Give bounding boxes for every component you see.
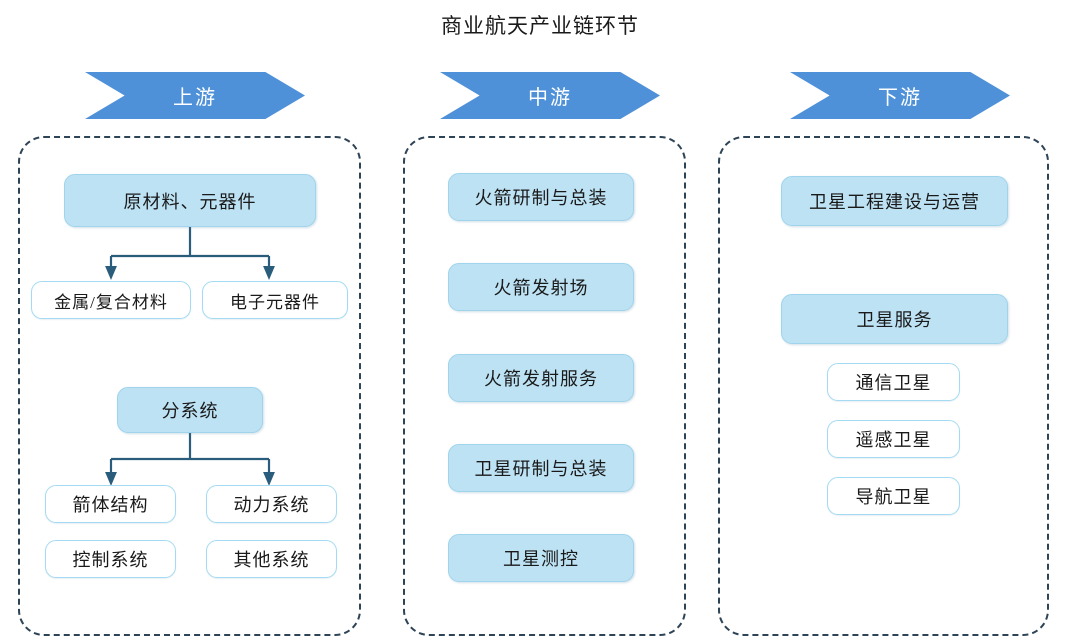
banner-midstream-label: 中游 (528, 87, 572, 109)
node-navigation-satellite[interactable]: 导航卫星 (827, 477, 960, 515)
node-satellite-dev-assembly[interactable]: 卫星研制与总装 (448, 444, 634, 492)
banner-upstream[interactable]: 上游 (85, 72, 305, 119)
node-communication-satellite[interactable]: 通信卫星 (827, 363, 960, 401)
node-metal-composite-label: 金属/复合材料 (54, 292, 168, 312)
banner-downstream-label: 下游 (878, 87, 922, 109)
node-rocket-dev-assembly[interactable]: 火箭研制与总装 (448, 173, 634, 221)
node-raw-materials-label: 原材料、元器件 (123, 191, 257, 212)
node-rocket-launch-service[interactable]: 火箭发射服务 (448, 354, 634, 402)
node-metal-composite[interactable]: 金属/复合材料 (31, 281, 191, 319)
node-satellite-engineering-ops-label: 卫星工程建设与运营 (809, 192, 980, 212)
node-rocket-body-structure-label: 箭体结构 (72, 495, 149, 515)
node-satellite-service[interactable]: 卫星服务 (781, 294, 1008, 344)
node-rocket-launch-site-label: 火箭发射场 (493, 278, 589, 298)
node-satellite-service-label: 卫星服务 (856, 310, 933, 330)
node-rocket-launch-site[interactable]: 火箭发射场 (448, 263, 634, 311)
node-subsystem[interactable]: 分系统 (117, 387, 263, 433)
node-control-system[interactable]: 控制系统 (45, 540, 176, 578)
node-electronic-components-label: 电子元器件 (230, 292, 320, 312)
node-electronic-components[interactable]: 电子元器件 (202, 281, 348, 319)
node-remote-sensing-satellite-label: 遥感卫星 (855, 430, 932, 450)
node-satellite-engineering-ops[interactable]: 卫星工程建设与运营 (781, 176, 1008, 226)
banner-downstream[interactable]: 下游 (790, 72, 1010, 119)
node-control-system-label: 控制系统 (72, 550, 149, 570)
node-propulsion-system-label: 动力系统 (233, 495, 310, 515)
node-communication-satellite-label: 通信卫星 (855, 373, 932, 393)
node-other-system[interactable]: 其他系统 (206, 540, 337, 578)
page-title: 商业航天产业链环节 (441, 14, 639, 38)
node-satellite-dev-assembly-label: 卫星研制与总装 (474, 459, 608, 479)
node-remote-sensing-satellite[interactable]: 遥感卫星 (827, 420, 960, 458)
node-rocket-body-structure[interactable]: 箭体结构 (45, 485, 176, 523)
node-propulsion-system[interactable]: 动力系统 (206, 485, 337, 523)
banner-upstream-label: 上游 (173, 87, 217, 109)
node-satellite-tracking-control[interactable]: 卫星测控 (448, 534, 634, 582)
node-subsystem-label: 分系统 (161, 401, 219, 421)
node-rocket-launch-service-label: 火箭发射服务 (484, 369, 598, 389)
banner-midstream[interactable]: 中游 (440, 72, 660, 119)
node-satellite-tracking-control-label: 卫星测控 (503, 549, 579, 569)
node-navigation-satellite-label: 导航卫星 (855, 487, 932, 507)
node-raw-materials[interactable]: 原材料、元器件 (64, 174, 316, 227)
node-other-system-label: 其他系统 (233, 550, 310, 570)
node-rocket-dev-assembly-label: 火箭研制与总装 (474, 188, 608, 208)
